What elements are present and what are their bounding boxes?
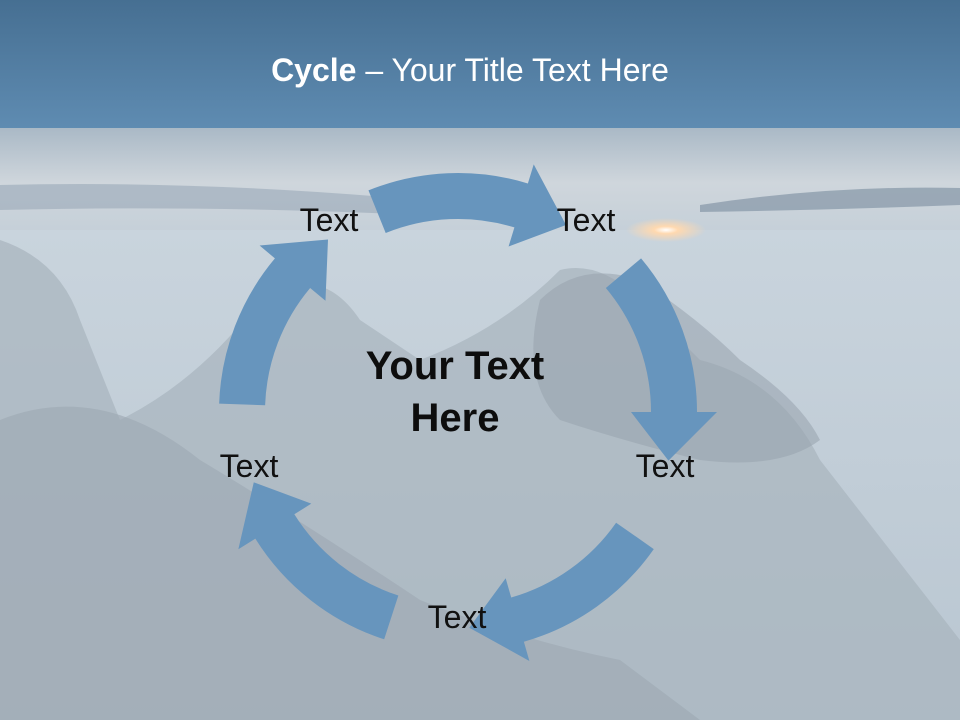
- slide-title: Cycle – Your Title Text Here: [0, 52, 940, 89]
- title-rest: – Your Title Text Here: [356, 52, 669, 88]
- node-label-1: Text: [299, 202, 359, 238]
- cycle-arrow-3: [469, 522, 654, 661]
- node-label-4: Text: [427, 599, 487, 635]
- node-label-3: Text: [635, 448, 695, 484]
- node-label-5: Text: [219, 448, 279, 484]
- cycle-arrow-1: [368, 164, 566, 247]
- center-text: Your Text Here: [365, 344, 545, 440]
- cycle-arrow-2: [605, 258, 717, 461]
- title-bold: Cycle: [271, 52, 357, 88]
- cycle-arrow-5: [219, 239, 329, 406]
- cycle-arrow-4: [238, 482, 399, 640]
- node-label-2: Text: [556, 202, 616, 238]
